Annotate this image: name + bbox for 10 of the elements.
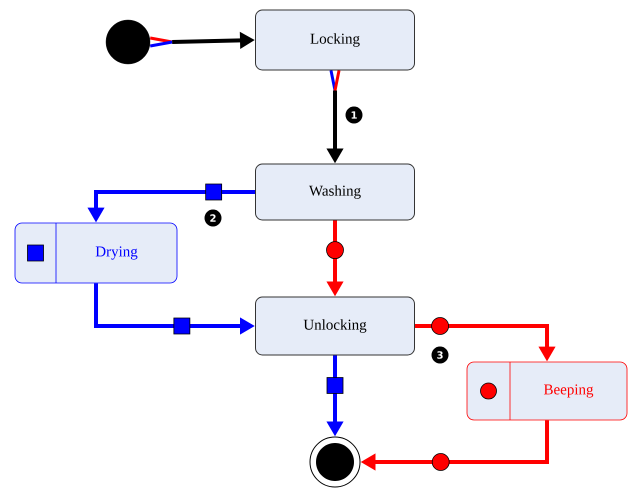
state-box: Unlocking [255, 296, 415, 356]
callout-number: 2 [204, 210, 222, 226]
start-circle [106, 20, 150, 64]
callout-number: 3 [432, 346, 448, 364]
state-box: Drying [14, 222, 178, 284]
state-box: Locking [255, 10, 415, 70]
state-box: Beeping [466, 362, 628, 420]
state-box: Washing [255, 164, 415, 220]
end-circle [310, 436, 360, 488]
callout-number: 1 [346, 106, 362, 124]
